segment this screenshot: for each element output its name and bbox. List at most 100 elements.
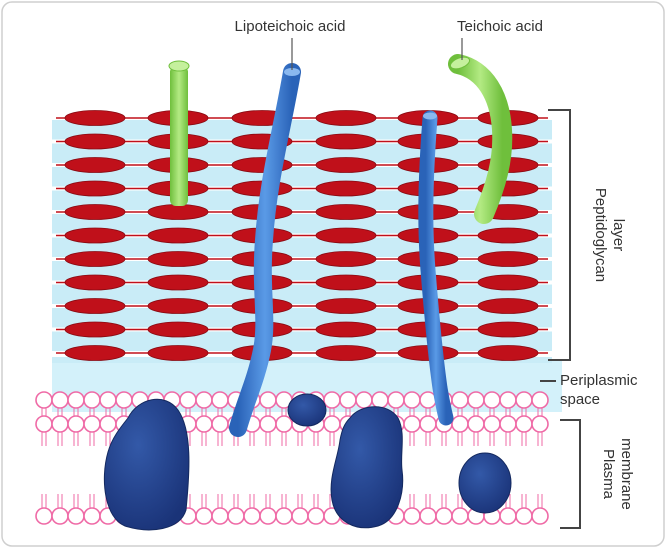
lipid-head [500,392,516,408]
lipid-head [420,416,436,432]
peptidoglycan-band [52,261,552,281]
glycan-strand [65,275,125,290]
lipid-head [516,508,532,524]
lipid-head [52,392,68,408]
teichoic-acid-short [169,61,189,206]
glycan-strand [478,322,538,337]
glycan-strand [65,205,125,220]
lipid-head [212,392,228,408]
lipid-head [196,392,212,408]
lipid-head [388,392,404,408]
glycan-strand [316,134,376,149]
lipid-head [276,416,292,432]
peptidoglycan-band [52,144,552,164]
peptidoglycan-label-line1: Peptidoglycan [592,188,609,282]
lipid-head [484,392,500,408]
glycan-strand [148,299,208,314]
lipoteichoic-acid-label: Lipoteichoic acid [235,18,346,35]
lipid-head [244,508,260,524]
lipid-head [404,416,420,432]
glycan-strand [478,252,538,267]
glycan-strand [65,346,125,361]
glycan-strand [65,181,125,196]
lipid-head [324,392,340,408]
lipid-head [84,392,100,408]
glycan-strand [478,299,538,314]
lipid-head [260,416,276,432]
glycan-strand [65,299,125,314]
peptidoglycan-band [52,357,552,363]
periplasmic-label-line2: space [560,391,600,408]
lipid-head [500,508,516,524]
peptidoglycan-band [52,167,552,187]
peptidoglycan-label-line2: layer [610,219,627,252]
lipid-head [52,416,68,432]
lipid-head [404,392,420,408]
lipid-head [260,508,276,524]
lipid-head [196,508,212,524]
lipid-head [484,416,500,432]
lipid-head [100,392,116,408]
lipid-head [84,508,100,524]
lipid-head [516,416,532,432]
glycan-strand [65,252,125,267]
lipid-head [404,508,420,524]
lipid-head [212,416,228,432]
lipid-head [452,508,468,524]
membrane-protein [288,394,326,426]
lipid-head [116,392,132,408]
lipid-head [532,392,548,408]
glycan-strand [148,252,208,267]
glycan-strand [148,205,208,220]
peptidoglycan-band [52,332,552,352]
lipid-head [356,392,372,408]
glycan-strand [148,346,208,361]
glycan-strand [316,158,376,173]
glycan-strand [65,228,125,243]
lipid-head [372,392,388,408]
lipid-head [436,508,452,524]
glycan-strand [148,228,208,243]
glycan-strand [148,275,208,290]
glycan-strand [316,228,376,243]
glycan-strand [65,158,125,173]
peptidoglycan-band [52,308,552,328]
lipid-head [276,508,292,524]
lipid-head [324,416,340,432]
glycan-strand [65,134,125,149]
lipid-head [340,392,356,408]
membrane-protein [459,453,511,513]
lipid-head [532,508,548,524]
glycan-strand [478,346,538,361]
glycan-strand [316,181,376,196]
plasma-membrane-label-line1: Plasma [600,449,617,500]
lipid-head [532,416,548,432]
glycan-strand [316,275,376,290]
lipid-head [420,508,436,524]
lipid-head [68,508,84,524]
lipid-head [36,392,52,408]
lipid-head [500,416,516,432]
glycan-strand [316,252,376,267]
teichoic-acid-label: Teichoic acid [457,18,543,35]
glycan-strand [65,322,125,337]
glycan-strand [316,299,376,314]
lipid-head [36,508,52,524]
glycan-strand [316,322,376,337]
lipid-head [212,508,228,524]
lipid-head [260,392,276,408]
lipid-head [468,392,484,408]
plasma-membrane-label-line2: membrane [618,438,635,510]
lipid-head [452,416,468,432]
lipid-head [516,392,532,408]
peptidoglycan-band [52,285,552,305]
lipid-head [196,416,212,432]
glycan-strand [478,275,538,290]
lipid-head [52,508,68,524]
lipid-head [228,508,244,524]
glycan-strand [65,111,125,126]
lipid-head [452,392,468,408]
lipid-head [36,416,52,432]
lipid-head [180,392,196,408]
